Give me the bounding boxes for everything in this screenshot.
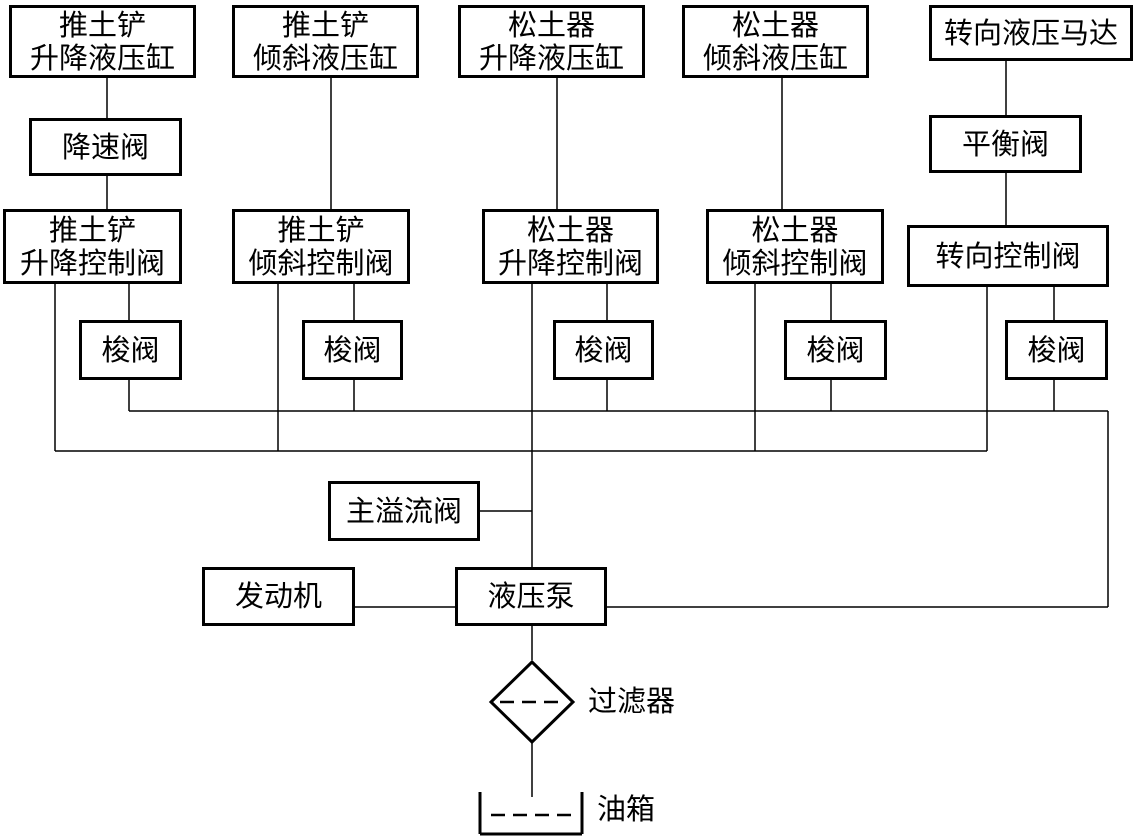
shuttle-valve-box-2: 梭阀 — [302, 320, 403, 380]
blade-lift-cylinder-line2: 升降液压缸 — [29, 40, 175, 75]
main-relief-valve-box: 主溢流阀 — [328, 481, 480, 541]
ripper-tilt-control-valve-box: 松土器 倾斜控制阀 — [706, 209, 884, 284]
ripper-lift-cylinder-line2: 升降液压缸 — [478, 40, 624, 75]
ripper-lift-control-valve-line2: 升降控制阀 — [497, 245, 643, 280]
ripper-lift-control-valve-line1: 松土器 — [526, 212, 614, 247]
steering-control-valve-label: 转向控制阀 — [935, 238, 1081, 273]
blade-lift-cylinder-box: 推土铲 升降液压缸 — [9, 5, 196, 78]
ripper-lift-cylinder-box: 松土器 升降液压缸 — [458, 5, 645, 78]
shuttle-valve-box-3: 梭阀 — [553, 320, 654, 380]
ripper-tilt-cylinder-box: 松土器 倾斜液压缸 — [682, 5, 869, 78]
ripper-lift-control-valve-box: 松土器 升降控制阀 — [482, 209, 659, 284]
balance-valve-box: 平衡阀 — [929, 115, 1082, 173]
blade-lift-control-valve-line2: 升降控制阀 — [19, 245, 165, 280]
shuttle-valve-label: 梭阀 — [323, 332, 382, 367]
engine-label: 发动机 — [234, 579, 322, 613]
filter-label: 过滤器 — [588, 684, 676, 718]
shuttle-valve-label: 梭阀 — [806, 332, 865, 367]
hydraulic-pump-box: 液压泵 — [455, 567, 607, 626]
steering-motor-label: 转向液压马达 — [943, 15, 1118, 50]
blade-tilt-cylinder-box: 推土铲 倾斜液压缸 — [232, 5, 419, 78]
tank-label: 油箱 — [597, 792, 656, 826]
main-relief-valve-label: 主溢流阀 — [345, 493, 462, 528]
shuttle-valve-box-5: 梭阀 — [1005, 320, 1108, 380]
steering-control-valve-box: 转向控制阀 — [907, 225, 1109, 287]
steering-motor-box: 转向液压马达 — [929, 5, 1133, 61]
balance-valve-label: 平衡阀 — [961, 126, 1049, 161]
shuttle-valve-label: 梭阀 — [101, 332, 160, 367]
tank-symbol — [478, 792, 584, 836]
reducing-valve-box: 降速阀 — [29, 118, 182, 176]
ripper-tilt-control-valve-line2: 倾斜控制阀 — [722, 245, 868, 280]
blade-lift-control-valve-box: 推土铲 升降控制阀 — [3, 209, 182, 284]
shuttle-valve-box-1: 梭阀 — [79, 320, 182, 380]
ripper-tilt-cylinder-line1: 松土器 — [731, 7, 819, 42]
ripper-tilt-cylinder-line2: 倾斜液压缸 — [702, 40, 848, 75]
shuttle-valve-box-4: 梭阀 — [784, 320, 887, 380]
ripper-lift-cylinder-line1: 松土器 — [507, 7, 595, 42]
reducing-valve-label: 降速阀 — [61, 129, 149, 164]
blade-tilt-cylinder-line2: 倾斜液压缸 — [252, 40, 398, 75]
blade-tilt-control-valve-box: 推土铲 倾斜控制阀 — [232, 209, 410, 284]
shuttle-valve-label: 梭阀 — [574, 332, 633, 367]
ripper-tilt-control-valve-line1: 松土器 — [751, 212, 839, 247]
blade-lift-cylinder-line1: 推土铲 — [58, 7, 146, 42]
engine-box: 发动机 — [202, 567, 355, 626]
blade-tilt-control-valve-line2: 倾斜控制阀 — [248, 245, 394, 280]
blade-lift-control-valve-line1: 推土铲 — [48, 212, 136, 247]
shuttle-valve-label: 梭阀 — [1027, 332, 1086, 367]
hydraulic-pump-label: 液压泵 — [487, 579, 575, 613]
blade-tilt-control-valve-line1: 推土铲 — [277, 212, 365, 247]
blade-tilt-cylinder-line1: 推土铲 — [281, 7, 369, 42]
